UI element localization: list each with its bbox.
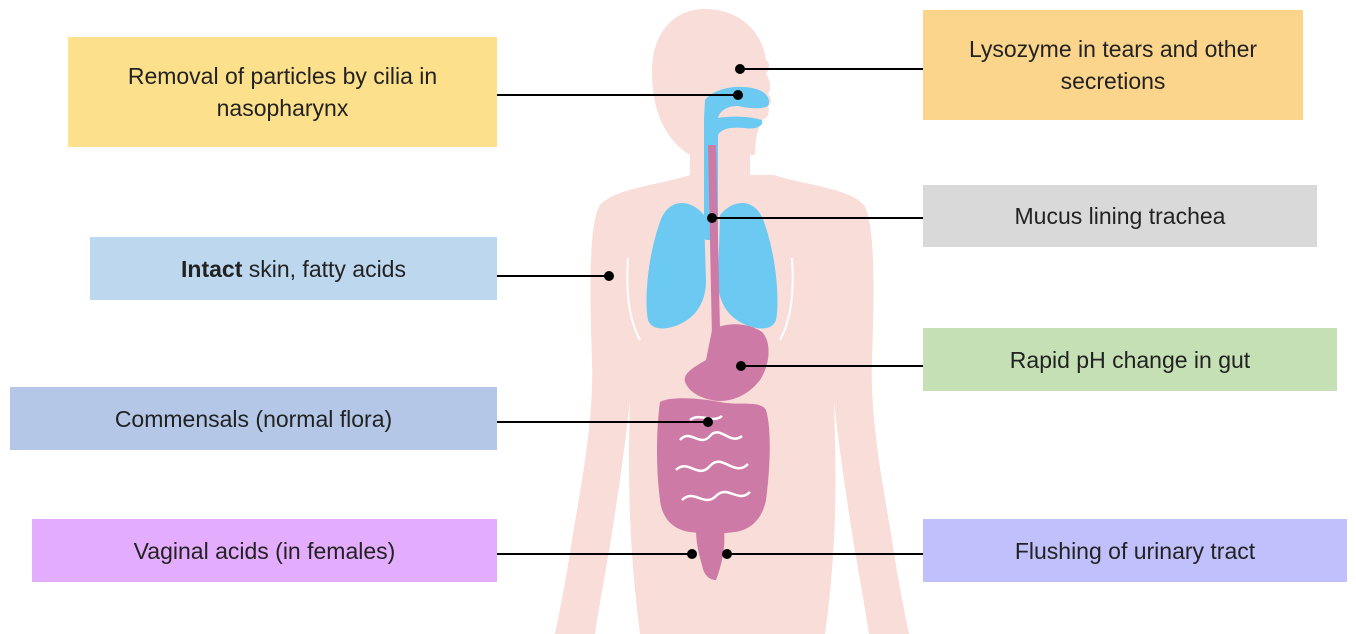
- dot-urinary: [722, 549, 732, 559]
- dot-lysozyme: [735, 64, 745, 74]
- label-skin-text: Intact skin, fatty acids: [181, 253, 406, 285]
- label-ph-change: Rapid pH change in gut: [923, 328, 1337, 391]
- dot-vaginal: [687, 549, 697, 559]
- label-urinary-tract: Flushing of urinary tract: [923, 519, 1347, 582]
- label-commensals: Commensals (normal flora): [10, 387, 497, 450]
- label-intact-skin: Intact skin, fatty acids: [90, 237, 497, 300]
- label-lysozyme-text: Lysozyme in tears and other secretions: [933, 33, 1293, 97]
- dot-mucus: [707, 213, 717, 223]
- label-lysozyme: Lysozyme in tears and other secretions: [923, 10, 1303, 120]
- label-skin-rest: skin, fatty acids: [242, 256, 406, 282]
- label-vaginal-acids: Vaginal acids (in females): [32, 519, 497, 582]
- label-cilia-nasopharynx: Removal of particles by cilia in nasopha…: [68, 37, 497, 147]
- label-mucus-text: Mucus lining trachea: [1015, 200, 1226, 232]
- dot-cilia: [733, 90, 743, 100]
- label-skin-bold: Intact: [181, 256, 242, 282]
- label-urinary-text: Flushing of urinary tract: [1015, 535, 1255, 567]
- label-ph-text: Rapid pH change in gut: [1010, 344, 1250, 376]
- label-mucus-trachea: Mucus lining trachea: [923, 185, 1317, 247]
- dot-commensals: [703, 417, 713, 427]
- label-vaginal-text: Vaginal acids (in females): [134, 535, 396, 567]
- dot-skin: [604, 271, 614, 281]
- label-cilia-text: Removal of particles by cilia in nasopha…: [78, 60, 487, 124]
- dot-ph: [736, 361, 746, 371]
- label-commensals-text: Commensals (normal flora): [115, 403, 392, 435]
